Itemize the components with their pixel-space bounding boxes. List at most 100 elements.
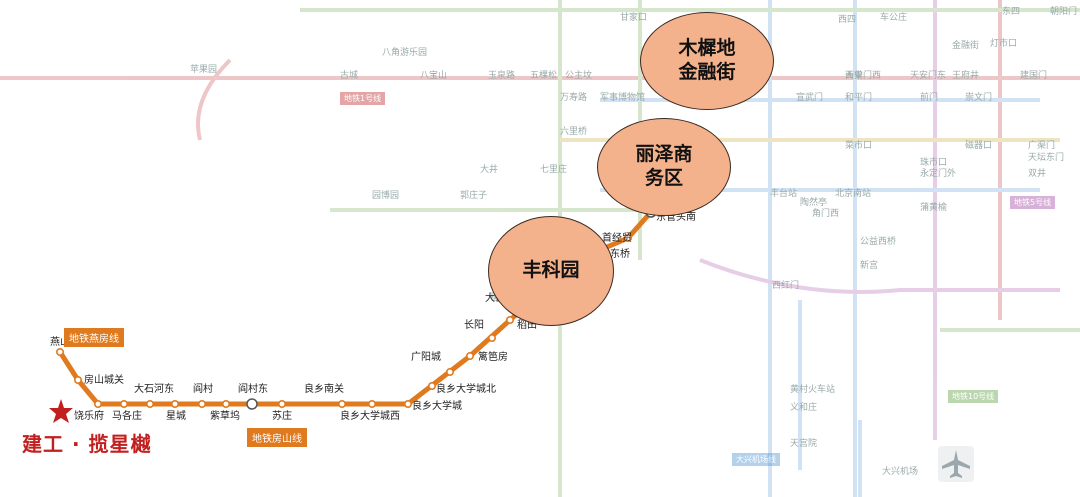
background-station-label: 公益西桥 (860, 235, 896, 247)
faded-line-badge: 地铁5号线 (1010, 196, 1056, 209)
station-label: 篱笆房 (478, 350, 508, 363)
background-station-label: 天宫院 (790, 437, 817, 449)
station-dot (427, 381, 436, 390)
station-label: 良乡大学城 (412, 399, 462, 412)
station-label: 阎村东 (238, 382, 268, 395)
station-dot (222, 399, 231, 408)
station-dot (445, 367, 454, 376)
background-station-label: 西红门 (772, 279, 799, 291)
background-station-label: 蒲黄榆 (920, 201, 947, 213)
station-dot (198, 399, 207, 408)
station-dot (171, 399, 180, 408)
station-dot (623, 234, 632, 243)
transfer-station-icon (246, 398, 258, 410)
station-dot (403, 399, 412, 408)
background-station-label: 王府井 (952, 69, 979, 81)
station-dot (120, 399, 129, 408)
background-station-label: 天安门东 (910, 69, 946, 81)
station-dot (94, 399, 103, 408)
background-station-label: 灯市口 (990, 37, 1017, 49)
background-station-label: 陶然亭 (800, 196, 827, 208)
background-station-label: 黄村火车站 (790, 383, 835, 395)
station-label: 良乡大学城西 (340, 409, 400, 422)
station-label: 长阳 (464, 319, 484, 331)
background-labels: 东四朝阳门甘家口车公庄金融街西四灯市口八角游乐园西单天安门西天安门东王府井建国门… (190, 5, 1077, 477)
background-station-label: 丰台站 (770, 187, 797, 199)
background-station-label: 西四 (838, 14, 856, 25)
background-station-label: 万寿路 (560, 91, 587, 103)
station-dots (55, 206, 657, 410)
station-label: 苏庄 (272, 409, 292, 422)
station-label: 首经贸 (602, 231, 632, 244)
background-station-label: 古城 (340, 69, 358, 81)
background-station-label: 八角游乐园 (382, 46, 427, 58)
background-station-label: 前门 (920, 91, 938, 103)
background-station-label: 六里桥 (560, 125, 587, 137)
station-label: 马各庄 (112, 409, 142, 422)
highlight-area-fengkeyuan: 丰科园 (488, 216, 614, 326)
station-label: 房山城关 (84, 373, 124, 386)
background-station-label: 金融街 (952, 39, 979, 51)
background-station-label: 园博园 (372, 189, 399, 201)
background-station-label: 和平门 (845, 91, 872, 103)
station-dot (465, 351, 474, 360)
station-label: 广阳城 (411, 351, 441, 363)
background-station-label: 大兴机场 (882, 465, 918, 477)
yanfang-line-badge: 地铁燕房线 (64, 328, 124, 347)
station-label: 阎村 (193, 382, 213, 395)
station-dot (55, 347, 64, 356)
background-station-label: 西单 (845, 69, 863, 81)
background-station-label: 建国门 (1020, 69, 1047, 81)
background-station-label: 菜市口 (845, 139, 872, 151)
background-station-label: 八宝山 (420, 69, 447, 81)
project-star-icon (49, 399, 73, 423)
background-station-label: 郭庄子 (460, 189, 487, 201)
highlight-area-muxidi: 木樨地 金融街 (640, 12, 774, 110)
background-station-label: 军事博物馆 (600, 91, 645, 103)
background-station-label: 甘家口 (620, 11, 647, 23)
background-station-label: 车公庄 (880, 11, 907, 23)
background-station-label: 新宫 (860, 259, 878, 271)
station-dot (74, 375, 83, 384)
station-label: 良乡南关 (304, 382, 344, 395)
background-station-label: 七里庄 (540, 163, 567, 175)
background-station-label: 五棵松 (530, 69, 557, 81)
station-label: 大石河东 (134, 382, 174, 395)
background-station-label: 双井 (1028, 167, 1046, 179)
background-station-label: 珠市口 (920, 156, 947, 168)
background-station-label: 磁器口 (965, 139, 992, 151)
background-station-label: 宣武门 (796, 91, 823, 103)
airport-icon (938, 446, 974, 482)
project-brand-name: 建工 · 揽星樾 (22, 432, 152, 456)
station-label: 良乡大学城北 (436, 382, 496, 395)
station-label: 紫草坞 (210, 409, 240, 422)
faded-line-badge: 地铁1号线 (340, 92, 386, 105)
background-station-label: 苹果园 (190, 63, 217, 75)
background-station-label: 朝阳门 (1050, 5, 1077, 17)
station-dot (487, 333, 496, 342)
background-station-label: 永定门外 (920, 167, 956, 179)
station-dot (277, 399, 286, 408)
background-station-label: 崇文门 (965, 91, 992, 103)
background-station-label: 天坛东门 (1028, 151, 1064, 163)
faded-line-badge: 大兴机场线 (732, 453, 780, 466)
background-station-label: 大井 (480, 163, 498, 175)
background-station-label: 义和庄 (790, 401, 817, 413)
background-station-label: 北京南站 (835, 187, 871, 199)
background-station-label: 天安门西 (845, 69, 881, 81)
station-dot (367, 399, 376, 408)
background-station-label: 角门西 (812, 207, 839, 219)
station-label: 饶乐府 (74, 409, 104, 422)
station-dot (505, 315, 514, 324)
station-label: 星城 (166, 410, 186, 422)
station-dot (337, 399, 346, 408)
fangshan-line-badge: 地铁房山线 (247, 428, 307, 447)
background-station-label: 玉泉路 (488, 69, 515, 81)
background-station-label: 公主坟 (565, 69, 592, 81)
background-station-label: 广渠门 (1028, 139, 1055, 151)
faded-line-badge: 地铁10号线 (948, 390, 999, 403)
station-dot (146, 399, 155, 408)
highlight-area-lize: 丽泽商 务区 (597, 118, 731, 216)
